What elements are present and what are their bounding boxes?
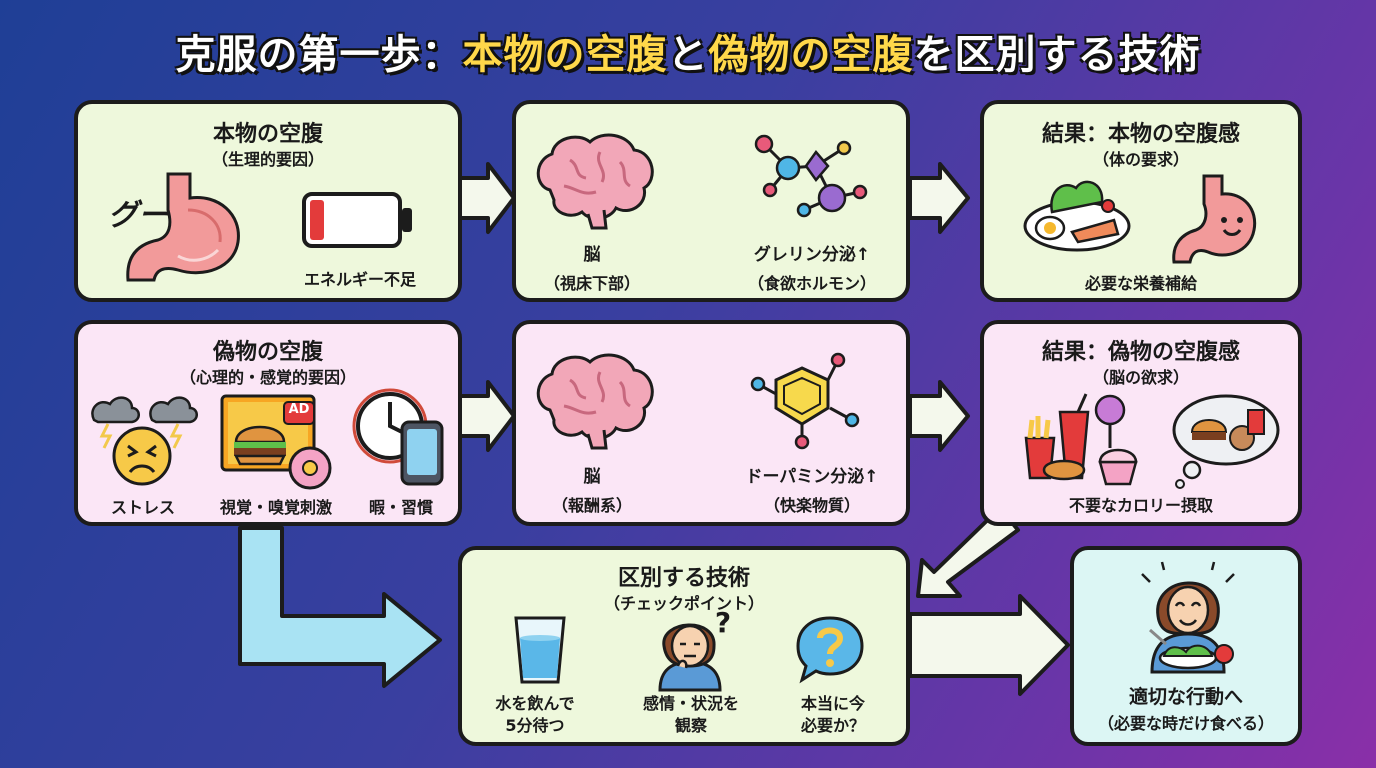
energy-shortage-label: エネルギー不足 bbox=[303, 270, 416, 289]
question-bubble-icon bbox=[796, 616, 864, 684]
food-thought-bubble-icon bbox=[1172, 394, 1280, 489]
arrow-fake-hormone-to-result bbox=[908, 380, 970, 452]
ghrelin-molecule-icon bbox=[754, 134, 868, 218]
brain-icon-2 bbox=[536, 353, 654, 450]
stress-face-icon bbox=[91, 396, 198, 486]
real-result-title: 結果：本物の空腹感 bbox=[1041, 122, 1240, 147]
healthy-meal-icon bbox=[1023, 180, 1131, 252]
real-hunger-subtitle: （生理的要因） bbox=[211, 150, 324, 169]
dopamine-sub: （快楽物質） bbox=[763, 496, 860, 515]
action-line2: （必要な時だけ食べる） bbox=[1097, 714, 1274, 733]
real-brain-label: 脳 bbox=[583, 245, 601, 265]
stress-label: ストレス bbox=[110, 498, 175, 517]
visual-stimulus-label: 視覚・嗅覚刺激 bbox=[219, 498, 332, 517]
ghrelin-sub: （食欲ホルモン） bbox=[747, 274, 876, 293]
technique-title: 区別する技術 bbox=[617, 566, 750, 591]
question-mark-text: ? bbox=[714, 606, 732, 639]
real-result-box bbox=[980, 100, 1302, 302]
stomach-growl-text: グー bbox=[108, 198, 168, 233]
brain-icon bbox=[536, 133, 654, 230]
woman-eating-salad-icon bbox=[1141, 561, 1235, 674]
ad-badge: AD bbox=[288, 402, 310, 417]
stomach-icon bbox=[126, 172, 240, 282]
arrow-real-to-brain bbox=[458, 162, 516, 234]
technique-subtitle: （チェックポイント） bbox=[603, 594, 764, 613]
fake-result-sub: （脳の欲求） bbox=[1092, 368, 1189, 387]
water-glass-icon bbox=[514, 616, 566, 684]
check2-line2: 観察 bbox=[674, 716, 707, 735]
junk-food-icon bbox=[1024, 393, 1138, 486]
fake-hunger-subtitle: （心理的・感覚的要因） bbox=[179, 368, 356, 387]
clock-phone-icon bbox=[352, 388, 444, 486]
check3-line1: 本当に今 bbox=[800, 694, 865, 713]
fake-result-caption: 不要なカロリー摂取 bbox=[1068, 496, 1213, 515]
check1-line2: 5分待つ bbox=[505, 716, 565, 735]
food-ad-icon bbox=[220, 394, 332, 490]
real-brain-sub: （視床下部） bbox=[543, 274, 640, 293]
action-line1: 適切な行動へ bbox=[1128, 686, 1243, 708]
fake-hunger-title: 偽物の空腹 bbox=[212, 340, 323, 365]
dopamine-molecule-icon bbox=[750, 352, 860, 450]
real-result-sub: （体の要求） bbox=[1092, 150, 1189, 169]
fake-brain-sub: （報酬系） bbox=[551, 496, 632, 515]
real-result-caption: 必要な栄養補給 bbox=[1084, 274, 1197, 293]
arrow-fake-result-to-technique bbox=[916, 506, 1020, 598]
page-title: 克服の第一歩：本物の空腹と偽物の空腹を区別する技術 bbox=[175, 32, 1201, 78]
arrow-technique-to-action bbox=[908, 594, 1070, 696]
check1-line1: 水を飲んで bbox=[495, 694, 575, 713]
real-hunger-title: 本物の空腹 bbox=[212, 122, 323, 147]
dopamine-label: ドーパミン分泌↑ bbox=[745, 467, 879, 487]
check3-line2: 必要か？ bbox=[800, 716, 865, 735]
happy-stomach-icon bbox=[1172, 174, 1257, 264]
arrow-fake-to-technique bbox=[238, 526, 442, 688]
low-battery-icon bbox=[302, 192, 412, 248]
boredom-label: 暇・習慣 bbox=[368, 498, 433, 517]
arrow-fake-to-brain bbox=[458, 380, 516, 452]
arrow-real-hormone-to-result bbox=[908, 162, 970, 234]
thinking-person-icon bbox=[658, 623, 722, 692]
fake-result-title: 結果：偽物の空腹感 bbox=[1041, 340, 1240, 365]
fake-brain-label: 脳 bbox=[583, 467, 601, 487]
check2-line1: 感情・状況を bbox=[642, 694, 739, 713]
ghrelin-label: グレリン分泌↑ bbox=[753, 245, 871, 265]
